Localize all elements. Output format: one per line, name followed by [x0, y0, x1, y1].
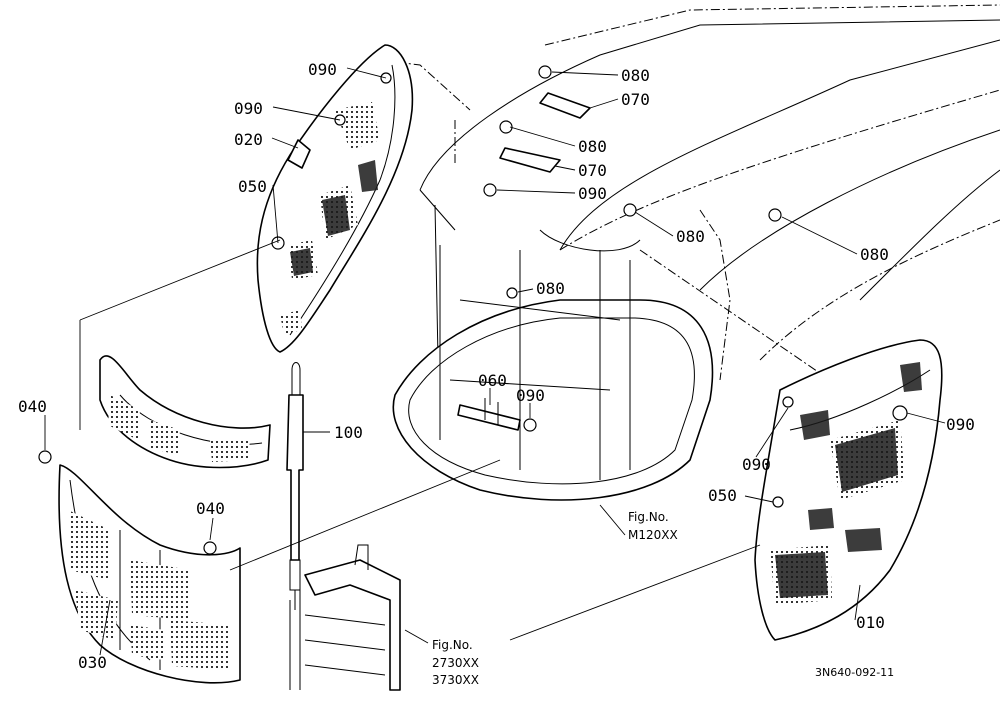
label-090-right-lower: 090 — [742, 455, 771, 474]
label-090-right: 090 — [946, 415, 975, 434]
battery-holder — [289, 544, 401, 691]
label-050-right: 050 — [708, 486, 737, 505]
label-080-top: 080 — [621, 66, 650, 85]
fig-ref-2-title: Fig.No. — [432, 638, 473, 652]
drawing-code: 3N640-092-11 — [815, 666, 894, 679]
label-090-bracket: 090 — [516, 386, 545, 405]
side-cover-upper-left — [256, 44, 414, 353]
label-080-inner: 080 — [676, 227, 705, 246]
label-090-top: 090 — [308, 60, 337, 79]
label-080-right: 080 — [860, 245, 889, 264]
fig-ref-1-number: M120XX — [628, 528, 678, 542]
label-020: 020 — [234, 130, 263, 149]
plates-070 — [499, 92, 591, 173]
label-080-frame: 080 — [536, 279, 565, 298]
strap-100 — [286, 362, 304, 610]
label-040-left: 040 — [18, 397, 47, 416]
label-040-center: 040 — [196, 499, 225, 518]
label-090-upper-cover: 090 — [234, 99, 263, 118]
fig-ref-2-number-a: 2730XX — [432, 656, 479, 670]
side-cover-right-010 — [754, 339, 943, 641]
label-080-mid: 080 — [578, 137, 607, 156]
label-090-mid: 090 — [578, 184, 607, 203]
label-060: 060 — [478, 371, 507, 390]
front-grille-top — [99, 355, 271, 469]
label-050-left: 050 — [238, 177, 267, 196]
fig-ref-1-title: Fig.No. — [628, 510, 669, 524]
fig-ref-2-number-b: 3730XX — [432, 673, 479, 687]
label-100: 100 — [334, 423, 363, 442]
label-030: 030 — [78, 653, 107, 672]
label-070-top: 070 — [621, 90, 650, 109]
bracket-060 — [457, 398, 521, 431]
label-070-mid: 070 — [578, 161, 607, 180]
label-010: 010 — [856, 613, 885, 632]
front-grille-030 — [58, 464, 241, 684]
bonnet-body-outline — [379, 4, 1000, 501]
leader-lines — [44, 67, 946, 656]
fasteners — [38, 65, 908, 555]
